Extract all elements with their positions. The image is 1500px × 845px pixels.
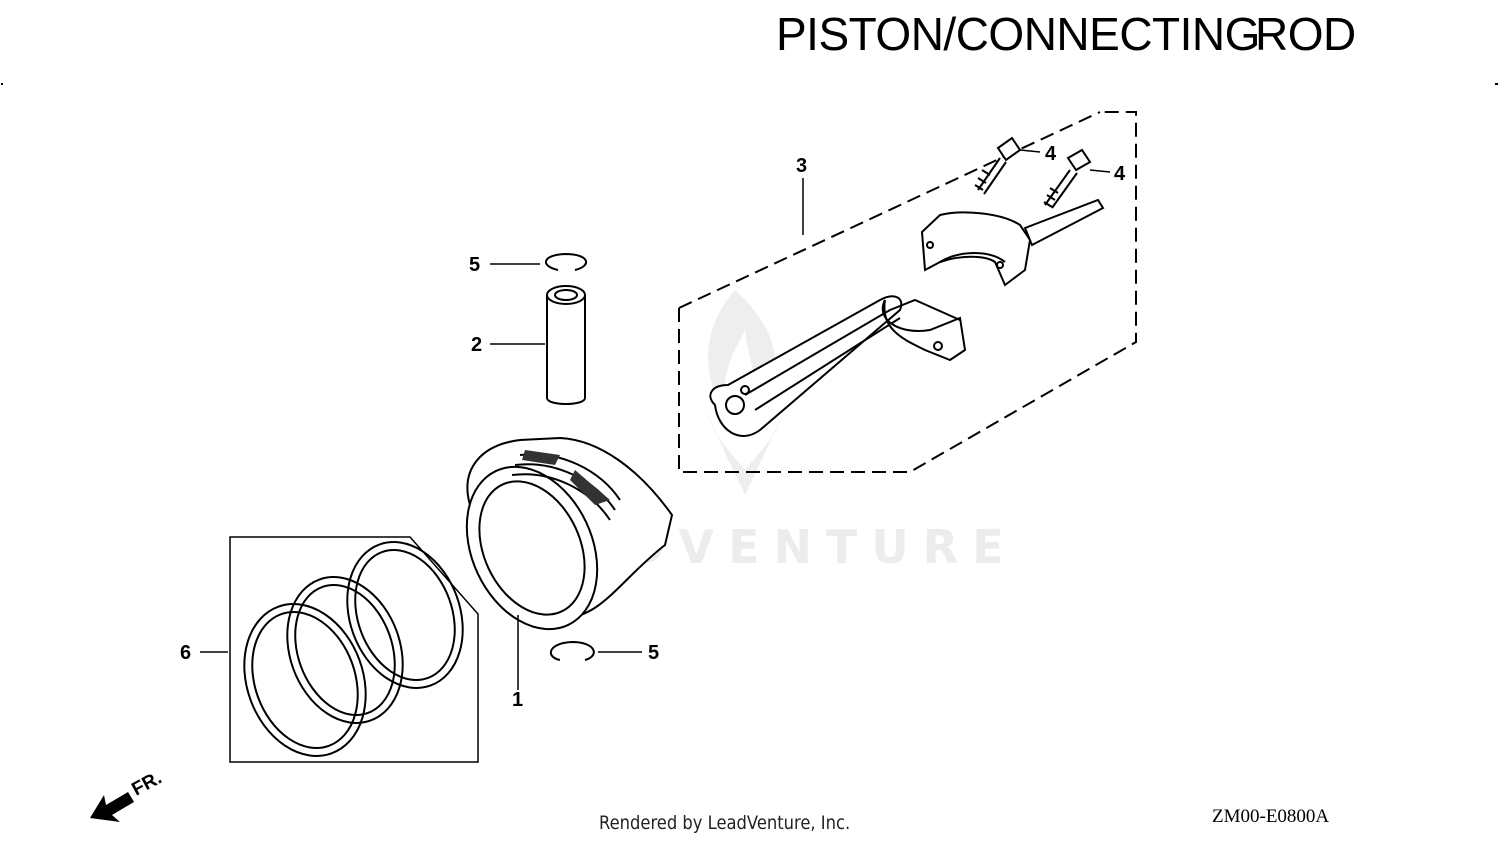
diagram-code: ZM00-E0800A <box>1212 806 1330 827</box>
callout-clip-bottom: 5 <box>648 642 659 664</box>
connecting-rod-box-top <box>678 111 1101 309</box>
clip-top[interactable] <box>490 252 587 271</box>
piston[interactable] <box>442 436 674 690</box>
page-title: PISTON/CONNECTING <box>776 8 1260 60</box>
callout-connecting-rod: 3 <box>796 155 807 177</box>
footer-credit: Rendered by LeadVenture, Inc. <box>599 812 851 834</box>
rod-bolt-a[interactable] <box>974 136 1022 195</box>
ring-set-box <box>229 536 479 763</box>
callout-piston: 1 <box>512 689 523 711</box>
clip-bottom[interactable] <box>549 640 642 661</box>
connecting-rod-group[interactable] <box>678 111 1137 473</box>
callout-piston-ring-set: 6 <box>180 642 191 664</box>
page-title-overlap: ROD <box>1255 8 1356 60</box>
callout-piston-pin: 2 <box>471 334 482 356</box>
piston-ring-set[interactable] <box>200 526 482 773</box>
callout-rod-bolt-a: 4 <box>1045 143 1057 165</box>
callout-clip-top: 5 <box>469 254 480 276</box>
callout-rod-bolt-b: 4 <box>1114 163 1126 185</box>
connecting-rod-box <box>678 111 1137 473</box>
front-arrow-icon: FR. <box>90 768 165 822</box>
piston-pin[interactable] <box>490 285 586 405</box>
front-indicator-label: FR. <box>128 768 165 801</box>
rod-bolt-b[interactable] <box>1043 148 1092 209</box>
